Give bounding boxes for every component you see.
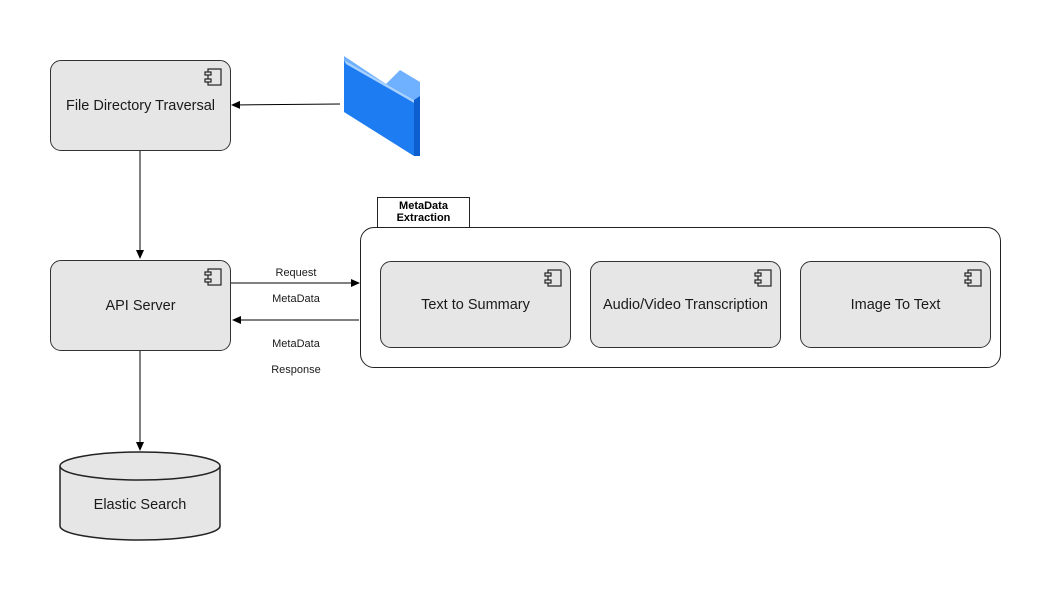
node-label: Text to Summary bbox=[421, 296, 530, 313]
edge-label-request: Request MetaData bbox=[272, 267, 320, 305]
component-icon bbox=[204, 268, 222, 286]
metadata-extraction-tab: MetaData Extraction bbox=[377, 197, 470, 228]
node-label: Elastic Search bbox=[93, 497, 187, 513]
node-label: API Server bbox=[105, 297, 176, 314]
component-icon bbox=[544, 269, 562, 287]
api-server-node[interactable]: API Server bbox=[50, 260, 231, 351]
node-label: Audio/Video Transcription bbox=[603, 296, 768, 313]
folder-icon bbox=[344, 56, 420, 156]
elastic-search-cylinder bbox=[59, 451, 221, 541]
elastic-search-node[interactable]: Elastic Search bbox=[60, 497, 220, 513]
text-to-summary-node[interactable]: Text to Summary bbox=[380, 261, 571, 348]
file-directory-traversal-node[interactable]: File Directory Traversal bbox=[50, 60, 231, 151]
edge-folder-to-traversal bbox=[231, 100, 341, 109]
component-icon bbox=[204, 68, 222, 86]
node-label: File Directory Traversal bbox=[65, 97, 216, 114]
component-icon bbox=[964, 269, 982, 287]
component-icon bbox=[754, 269, 772, 287]
node-label: Image To Text bbox=[850, 296, 941, 313]
image-to-text-node[interactable]: Image To Text bbox=[800, 261, 991, 348]
edge-label-response: MetaData Response bbox=[271, 338, 321, 376]
audio-video-transcription-node[interactable]: Audio/Video Transcription bbox=[590, 261, 781, 348]
